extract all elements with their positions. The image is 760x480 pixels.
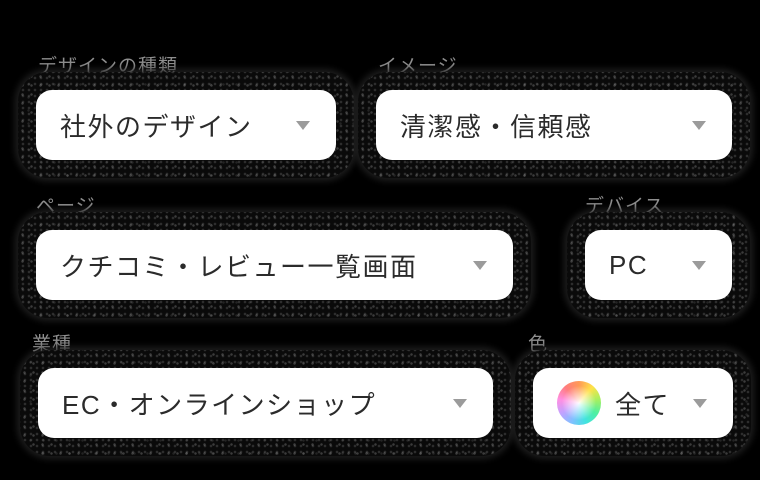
impression-dropdown[interactable]: 清潔感・信頼感 (376, 90, 732, 160)
filter-label-device: デバイス (585, 196, 665, 217)
chevron-down-icon (296, 120, 310, 130)
chevron-down-icon (692, 260, 706, 270)
color-dropdown[interactable]: 全て (533, 368, 733, 438)
design-type-value: 社外のデザイン (60, 111, 253, 142)
design-type-dropdown-halo: 社外のデザイン (18, 72, 354, 178)
filter-label-color: 色 (528, 334, 549, 355)
color-value: 全て (615, 389, 671, 420)
industry-dropdown[interactable]: EC・オンラインショップ (38, 368, 493, 438)
filter-label-impression: イメージ (378, 56, 458, 77)
color-wheel-icon (557, 381, 601, 425)
filter-label-page-type: ページ (36, 196, 96, 217)
device-dropdown-halo: PC (567, 212, 750, 318)
device-value: PC (609, 249, 649, 280)
chevron-down-icon (453, 398, 467, 408)
impression-value: 清潔感・信頼感 (400, 111, 593, 142)
impression-dropdown-halo: 清潔感・信頼感 (358, 72, 750, 178)
filter-label-industry: 業種 (32, 334, 73, 355)
chevron-down-icon (473, 260, 487, 270)
chevron-down-icon (692, 120, 706, 130)
device-dropdown[interactable]: PC (585, 230, 732, 300)
industry-value: EC・オンラインショップ (62, 389, 377, 420)
filter-label-design-type: デザインの種類 (38, 56, 179, 77)
design-type-dropdown[interactable]: 社外のデザイン (36, 90, 336, 160)
page-type-dropdown[interactable]: クチコミ・レビュー一覧画面 (36, 230, 513, 300)
page-type-value: クチコミ・レビュー一覧画面 (60, 251, 418, 282)
chevron-down-icon (693, 398, 707, 408)
industry-dropdown-halo: EC・オンラインショップ (20, 350, 511, 456)
page-type-dropdown-halo: クチコミ・レビュー一覧画面 (18, 212, 531, 318)
color-dropdown-halo: 全て (515, 350, 751, 456)
